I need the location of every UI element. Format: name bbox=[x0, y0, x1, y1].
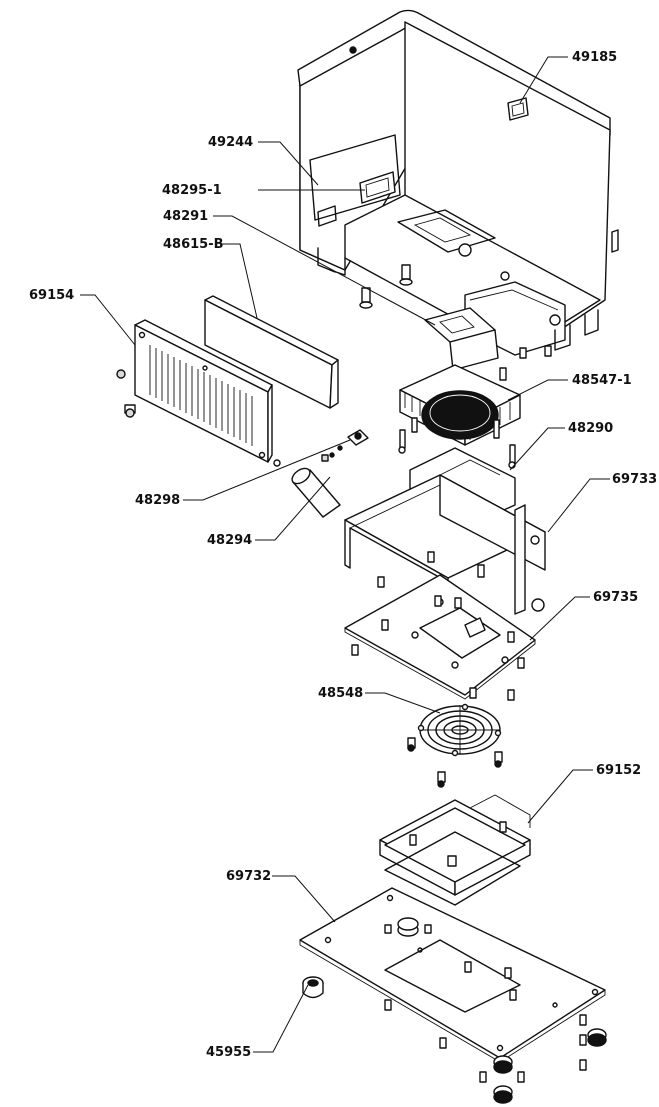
label-48615-b: 48615-B bbox=[163, 237, 224, 252]
label-69733: 69733 bbox=[612, 472, 657, 487]
part-labels: 49185 49244 48295-1 48291 48615-B 69154 … bbox=[29, 50, 657, 1060]
vent-grille bbox=[116, 319, 281, 467]
label-48547-1: 48547-1 bbox=[572, 373, 632, 388]
label-48295-1: 48295-1 bbox=[162, 183, 222, 198]
main-housing bbox=[297, 9, 619, 356]
label-48298: 48298 bbox=[135, 493, 180, 508]
label-45955: 45955 bbox=[206, 1045, 251, 1060]
label-69154: 69154 bbox=[29, 288, 74, 303]
label-49244: 49244 bbox=[208, 135, 253, 150]
label-69732: 69732 bbox=[226, 869, 271, 884]
base-plate bbox=[299, 887, 607, 1104]
mounting-plate bbox=[344, 551, 536, 701]
fan-guard bbox=[407, 703, 503, 788]
fan-assembly bbox=[398, 364, 521, 469]
label-69735: 69735 bbox=[593, 590, 638, 605]
bracket-plate bbox=[424, 307, 499, 371]
rubber-foot bbox=[302, 976, 324, 999]
filter-panel bbox=[204, 295, 339, 409]
label-49185: 49185 bbox=[572, 50, 617, 65]
cylinder-part bbox=[291, 454, 341, 518]
tray bbox=[379, 794, 531, 906]
l-bracket bbox=[344, 474, 546, 615]
label-48290: 48290 bbox=[568, 421, 613, 436]
label-48294: 48294 bbox=[207, 533, 252, 548]
label-69152: 69152 bbox=[596, 763, 641, 778]
label-48548: 48548 bbox=[318, 686, 363, 701]
small-clip bbox=[329, 429, 369, 458]
housing-screws bbox=[359, 264, 552, 381]
label-48291: 48291 bbox=[163, 209, 208, 224]
leader-lines bbox=[80, 56, 610, 1053]
